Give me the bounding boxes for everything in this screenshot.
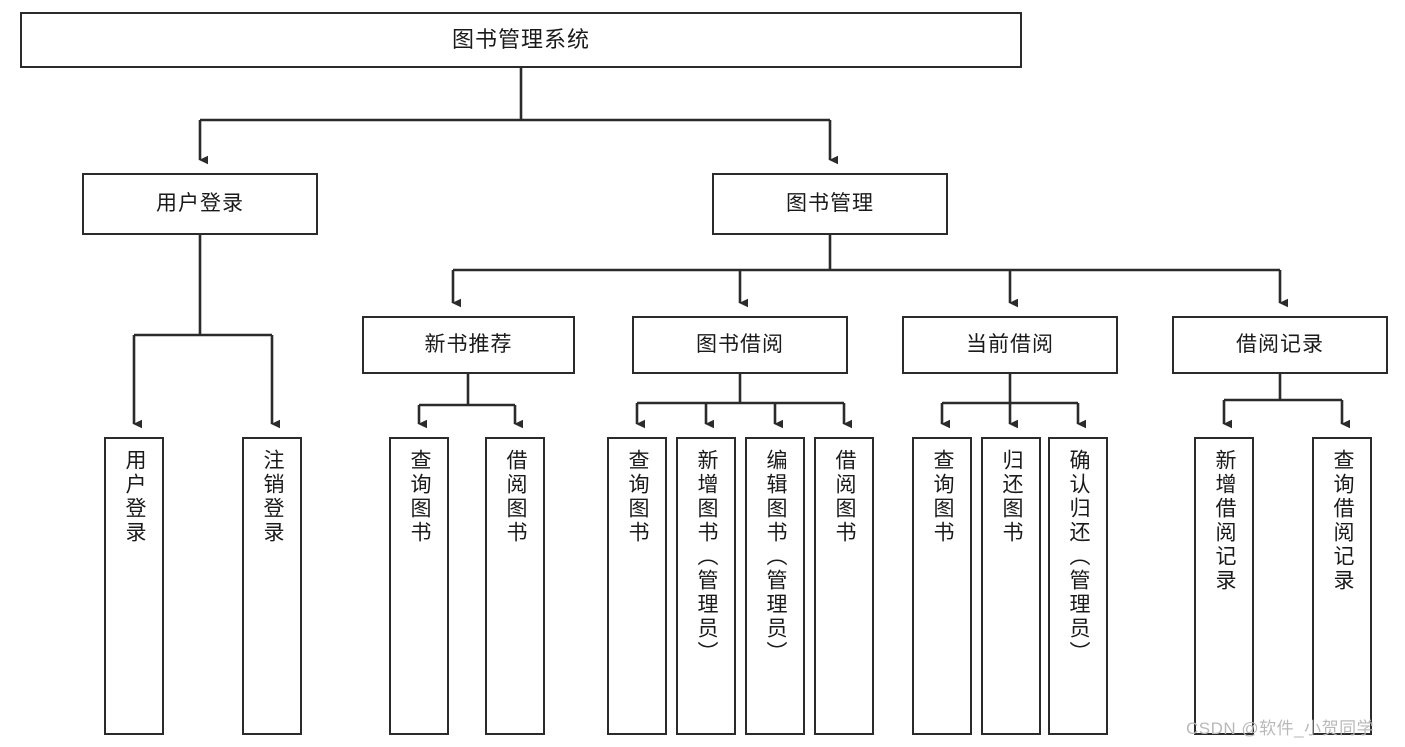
node-leaf-logout-label: 注销登录 <box>261 449 285 545</box>
node-leaf-query-book-1-label: 查询图书 <box>408 449 432 545</box>
node-book-borrow-label: 图书借阅 <box>696 332 784 356</box>
node-leaf-borrow-book-2[interactable]: 借阅图书 <box>814 437 874 735</box>
node-borrow-record[interactable]: 借阅记录 <box>1172 316 1388 374</box>
node-leaf-add-book-label: 新增图书（管理员） <box>695 449 719 665</box>
node-leaf-query-book-2-label: 查询图书 <box>626 449 650 545</box>
node-leaf-return-book-label: 归还图书 <box>1000 449 1024 545</box>
node-user-login[interactable]: 用户登录 <box>82 173 318 235</box>
node-leaf-return-book[interactable]: 归还图书 <box>981 437 1041 735</box>
node-book-manage-label: 图书管理 <box>786 191 874 215</box>
node-new-book-rec[interactable]: 新书推荐 <box>362 316 575 374</box>
node-leaf-query-book-3-label: 查询图书 <box>931 449 955 545</box>
node-user-login-label: 用户登录 <box>156 191 244 215</box>
node-leaf-query-record-label: 查询借阅记录 <box>1331 449 1355 593</box>
node-current-borrow[interactable]: 当前借阅 <box>902 316 1118 374</box>
node-leaf-confirm-return[interactable]: 确认归还（管理员） <box>1048 437 1108 735</box>
node-leaf-add-book[interactable]: 新增图书（管理员） <box>676 437 736 735</box>
node-leaf-query-book-1[interactable]: 查询图书 <box>389 437 449 735</box>
node-leaf-query-book-3[interactable]: 查询图书 <box>912 437 972 735</box>
node-book-borrow[interactable]: 图书借阅 <box>632 316 848 374</box>
node-leaf-query-record[interactable]: 查询借阅记录 <box>1312 437 1372 735</box>
node-new-book-rec-label: 新书推荐 <box>424 332 513 356</box>
node-leaf-query-book-2[interactable]: 查询图书 <box>607 437 667 735</box>
node-leaf-logout[interactable]: 注销登录 <box>242 437 302 735</box>
node-leaf-edit-book[interactable]: 编辑图书（管理员） <box>745 437 805 735</box>
node-root[interactable]: 图书管理系统 <box>20 12 1022 68</box>
node-leaf-add-record-label: 新增借阅记录 <box>1213 449 1237 593</box>
node-root-label: 图书管理系统 <box>451 27 590 53</box>
node-leaf-confirm-return-label: 确认归还（管理员） <box>1067 449 1091 665</box>
node-leaf-borrow-book-1[interactable]: 借阅图书 <box>485 437 545 735</box>
node-borrow-record-label: 借阅记录 <box>1236 332 1324 356</box>
node-current-borrow-label: 当前借阅 <box>966 332 1054 356</box>
node-book-manage[interactable]: 图书管理 <box>712 173 948 235</box>
node-leaf-user-login[interactable]: 用户登录 <box>104 437 164 735</box>
node-leaf-edit-book-label: 编辑图书（管理员） <box>764 449 788 665</box>
node-leaf-add-record[interactable]: 新增借阅记录 <box>1194 437 1254 735</box>
node-leaf-user-login-label: 用户登录 <box>123 449 147 545</box>
node-leaf-borrow-book-2-label: 借阅图书 <box>833 449 857 545</box>
node-leaf-borrow-book-1-label: 借阅图书 <box>504 449 528 545</box>
